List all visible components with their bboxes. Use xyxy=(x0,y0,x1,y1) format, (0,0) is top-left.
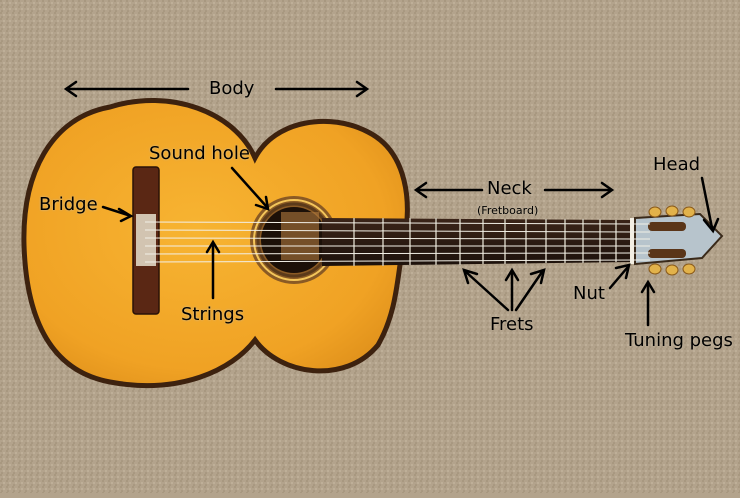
annotation-arrows xyxy=(63,80,720,327)
tuning-pegs xyxy=(648,205,696,276)
label-fretboard: (Fretboard) xyxy=(477,204,539,217)
label-neck: Neck xyxy=(487,178,532,199)
label-strings: Strings xyxy=(181,304,245,325)
label-frets: Frets xyxy=(490,314,534,335)
label-bridge: Bridge xyxy=(39,194,98,215)
label-sound-hole: Sound hole xyxy=(149,143,250,164)
label-tuning-pegs: Tuning pegs xyxy=(625,330,733,351)
frets xyxy=(353,218,617,266)
guitar-body xyxy=(21,98,410,388)
label-body: Body xyxy=(209,78,255,99)
strings xyxy=(144,221,651,263)
fretboard xyxy=(322,218,632,266)
label-head: Head xyxy=(653,154,701,175)
nut xyxy=(630,218,635,264)
label-nut: Nut xyxy=(573,283,605,304)
